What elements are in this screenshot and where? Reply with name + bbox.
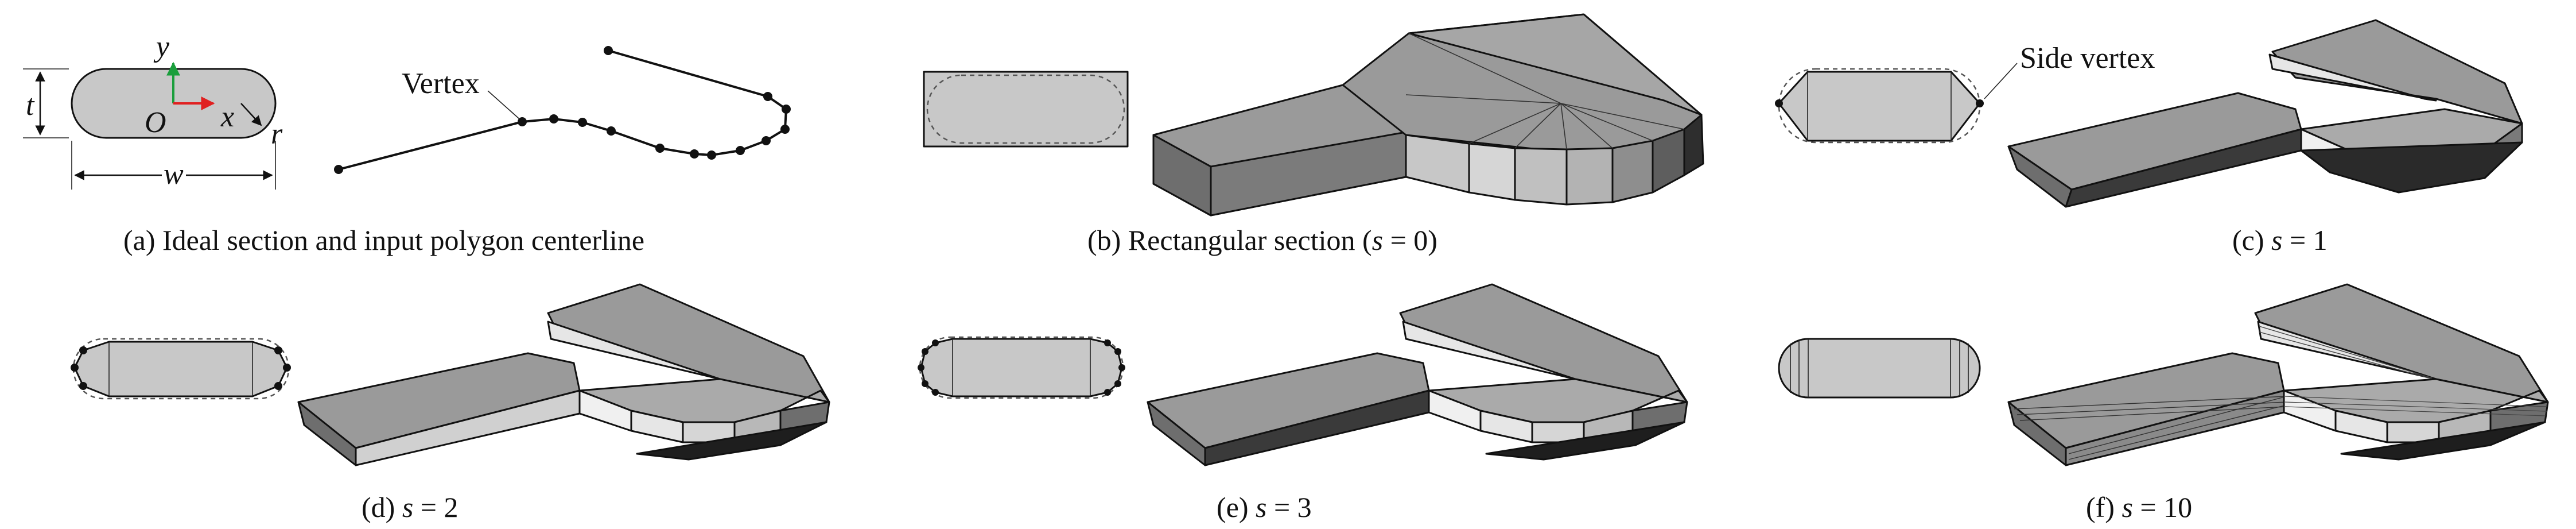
panel-d: (d) s = 2: [71, 283, 830, 523]
section-s1: [1778, 71, 1981, 142]
centerline-vertices: [334, 46, 791, 174]
width-label: w: [164, 158, 184, 191]
panel-e-caption: (e) s = 3: [1217, 491, 1312, 523]
section-s3: [920, 338, 1123, 397]
section-rectangular: [923, 71, 1129, 148]
panel-c: Side vertex (c) s = 1: [1775, 19, 2523, 256]
panel-a-caption: (a) Ideal section and input polygon cent…: [123, 224, 644, 256]
section-s2: [73, 341, 288, 397]
solid-rectangular: [1152, 13, 1704, 217]
panel-f-caption: (f) s = 10: [2086, 491, 2192, 523]
section-s10: [1778, 338, 1981, 399]
panel-d-caption: (d) s = 2: [362, 491, 458, 523]
radius-arrow: [240, 103, 262, 126]
panel-f: (f) s = 10: [1778, 283, 2549, 523]
solid-s1: [2007, 19, 2523, 208]
solid-s2: [297, 283, 830, 466]
origin-label: O: [145, 106, 166, 139]
panel-b: (b) Rectangular section (s = 0): [923, 13, 1704, 256]
panel-c-caption: (c) s = 1: [2232, 224, 2328, 256]
solid-s3: [1147, 283, 1688, 466]
thickness-label: t: [26, 89, 35, 122]
panel-e: (e) s = 3: [918, 283, 1688, 523]
solid-s10: [2007, 283, 2549, 466]
vertex-label: Vertex: [402, 67, 480, 100]
radius-label: r: [271, 118, 283, 150]
panel-b-caption: (b) Rectangular section (s = 0): [1087, 224, 1437, 256]
side-vertex-label: Side vertex: [2020, 42, 2155, 75]
y-axis-label: y: [153, 30, 170, 63]
panel-a: t w y x O r Vertex (a) Ideal section and…: [23, 30, 791, 256]
x-axis-label: x: [220, 101, 234, 133]
